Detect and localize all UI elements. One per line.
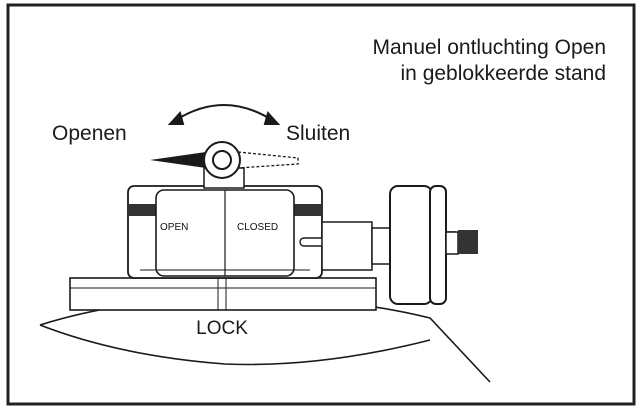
lever-handle xyxy=(150,141,299,189)
base-plate xyxy=(69,277,377,311)
label-sluiten: Sluiten xyxy=(286,122,350,145)
label-open: OPEN xyxy=(160,222,188,233)
pressure-gauge xyxy=(321,185,478,305)
caption-line-1: Manuel ontluchting Open xyxy=(373,36,607,59)
label-openen: Openen xyxy=(52,122,127,145)
caption-line-2: in geblokkeerde stand xyxy=(401,62,606,85)
rotation-arrow-icon xyxy=(167,104,281,125)
label-lock: LOCK xyxy=(196,318,248,339)
label-closed: CLOSED xyxy=(237,222,278,233)
